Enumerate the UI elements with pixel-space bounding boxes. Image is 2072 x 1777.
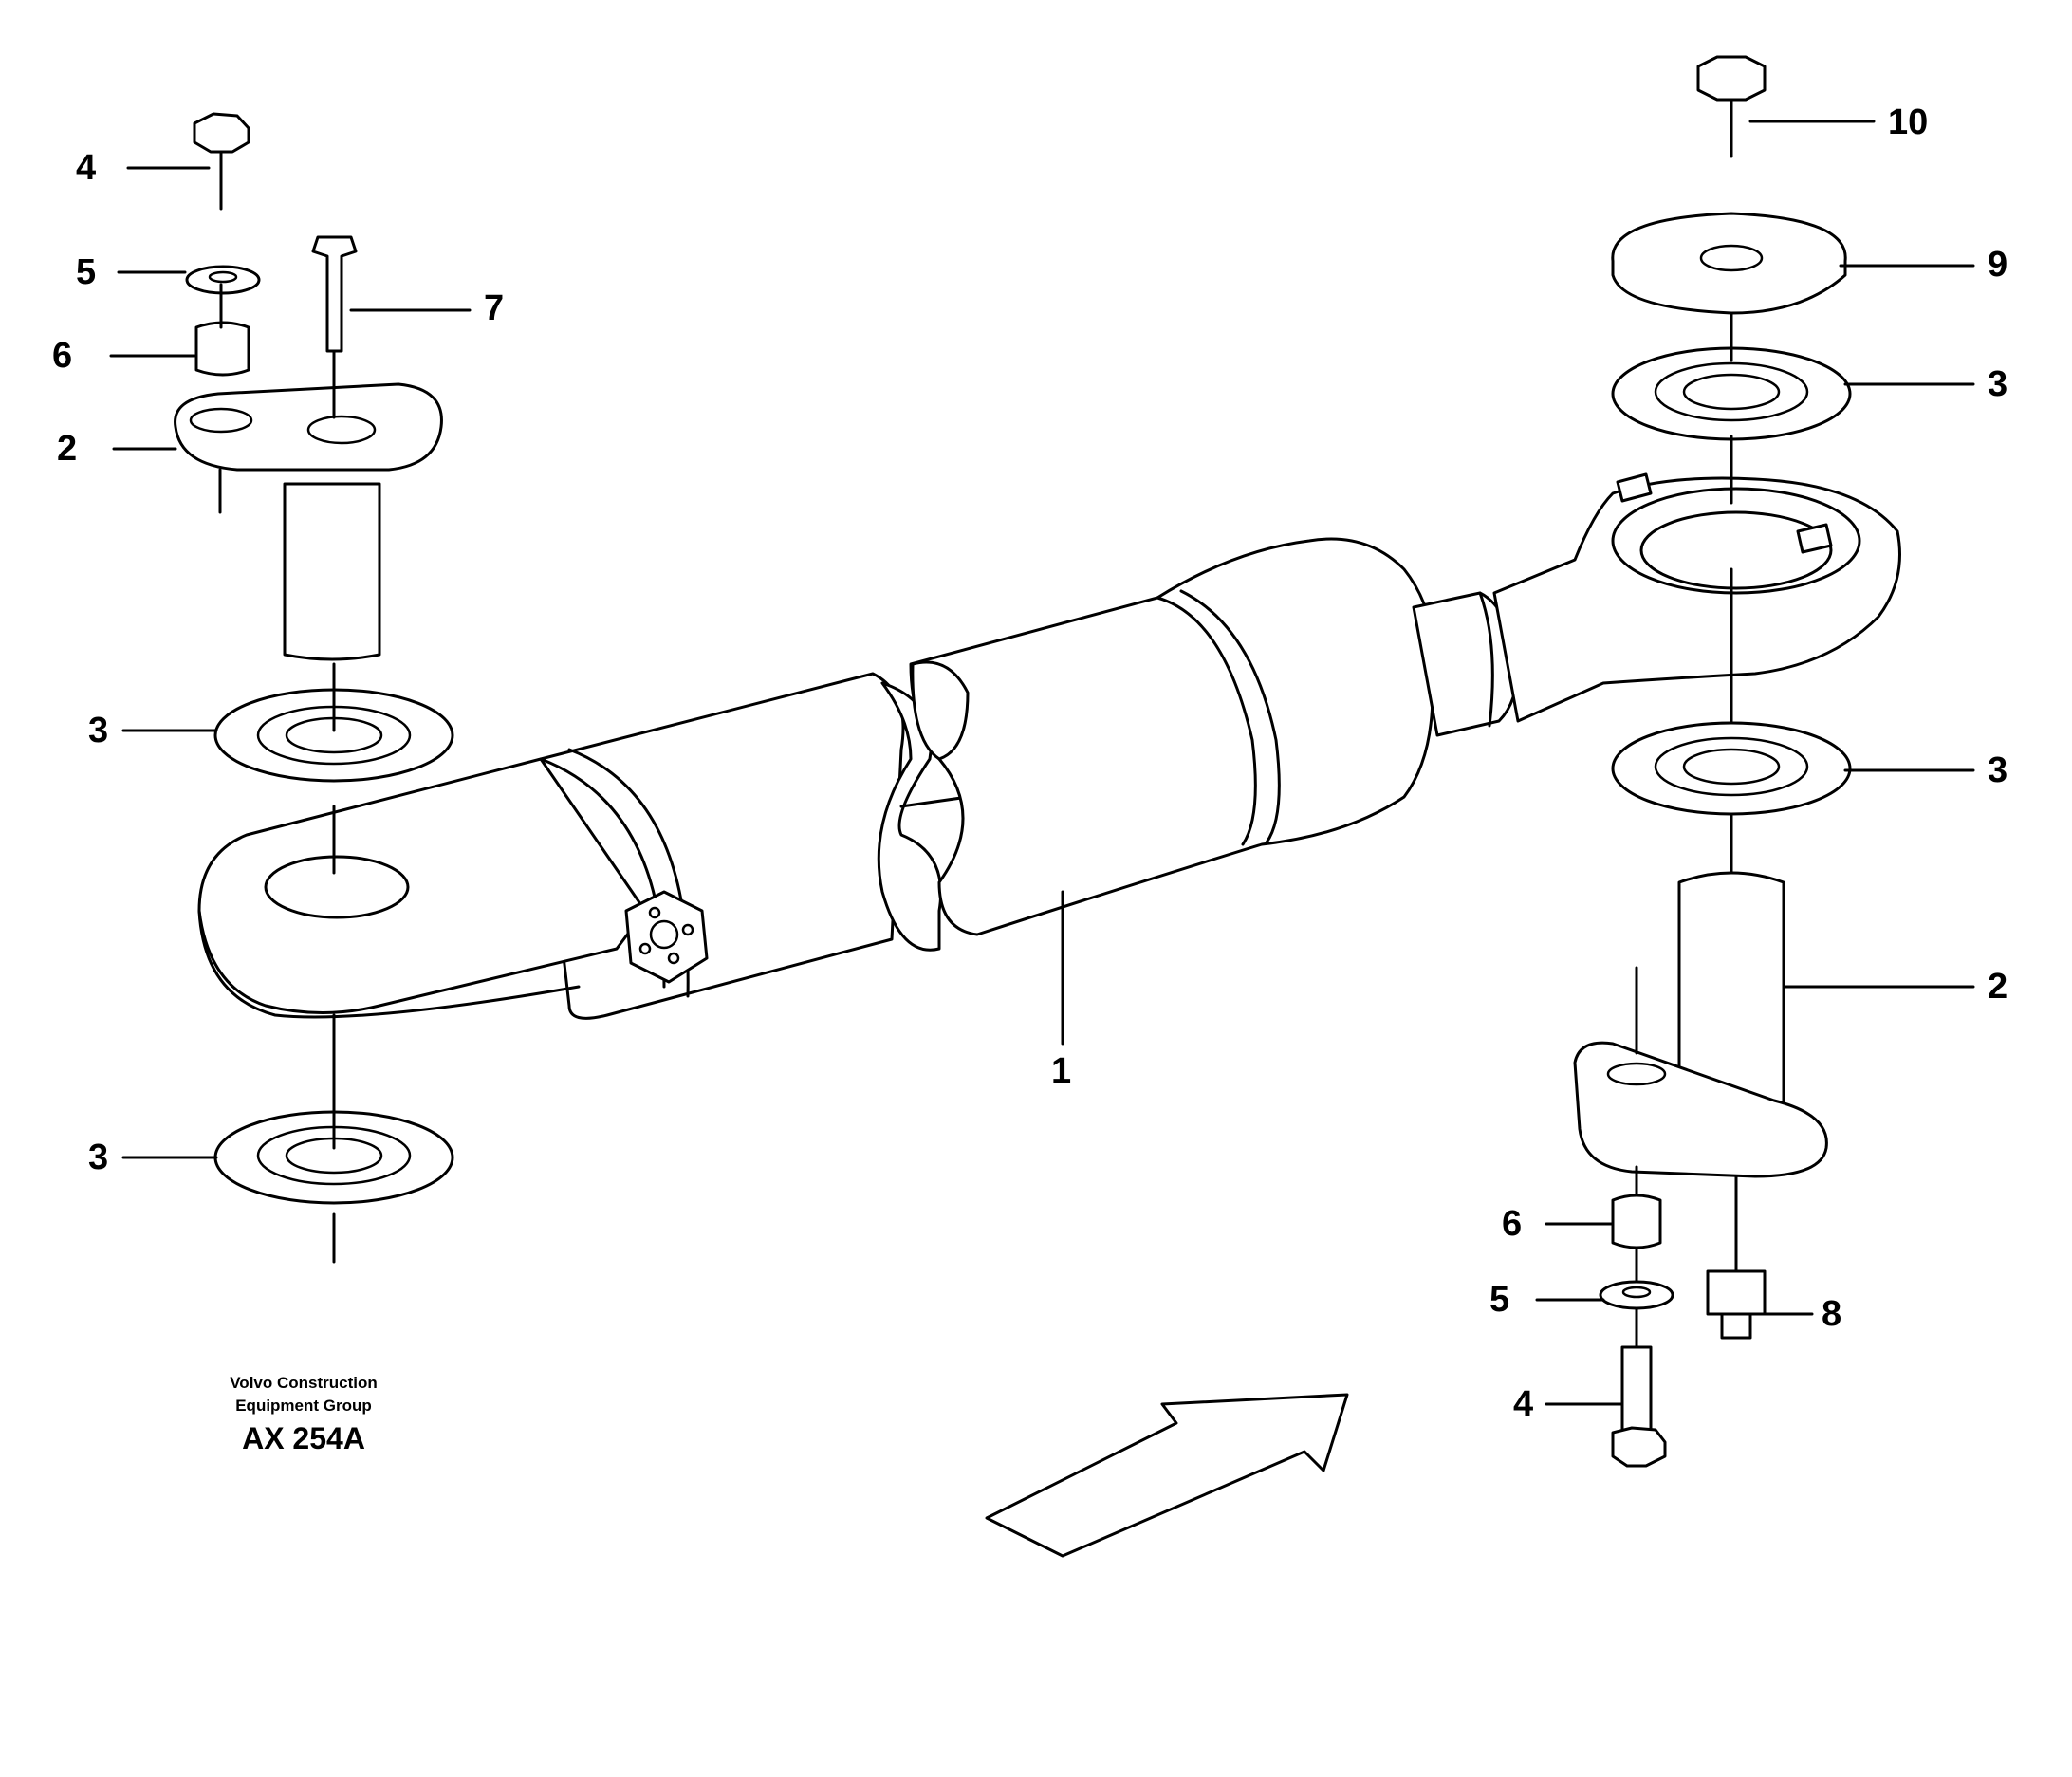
cylinder-barrel-right: [909, 537, 1436, 936]
callout-2-left: 2: [57, 429, 78, 469]
piston-rod-and-eye: [1412, 472, 1901, 737]
callout-8: 8: [1822, 1294, 1842, 1334]
callout-6-top-left: 6: [52, 336, 73, 376]
callout-5-top-left: 5: [76, 252, 97, 292]
callout-6-bottom-right: 6: [1502, 1204, 1523, 1244]
publisher-name-line2: Equipment Group: [235, 1397, 372, 1415]
callout-4-bottom-right: 4: [1513, 1384, 1534, 1424]
callout-7: 7: [484, 288, 505, 328]
callout-9: 9: [1988, 245, 2008, 285]
callout-2-right: 2: [1988, 967, 2008, 1007]
callout-5-bottom-right: 5: [1489, 1280, 1510, 1320]
drawing-code: AX 254A: [242, 1421, 365, 1455]
publisher-name-line1: Volvo Construction: [230, 1374, 378, 1392]
leader-lines: [109, 120, 1975, 1406]
left-bracket: [174, 382, 443, 661]
callout-1: 1: [1051, 1051, 1072, 1091]
top-left-hardware: [185, 112, 358, 419]
cylinder-base-eye: [197, 757, 709, 1019]
right-lower-hardware: [1573, 721, 1852, 1468]
direction-arrow: [985, 1393, 1349, 1558]
callout-3-right-upper: 3: [1988, 364, 2008, 404]
callout-10: 10: [1888, 102, 1929, 142]
callout-4-top-left: 4: [76, 148, 97, 188]
left-washers: [213, 662, 454, 1264]
callout-3-left-upper: 3: [88, 711, 109, 750]
callout-3-left-lower: 3: [88, 1138, 109, 1177]
right-top-hardware: [1611, 55, 1852, 723]
cylinder-barrel-left: [539, 672, 970, 1020]
callout-3-right-lower: 3: [1988, 750, 2008, 790]
